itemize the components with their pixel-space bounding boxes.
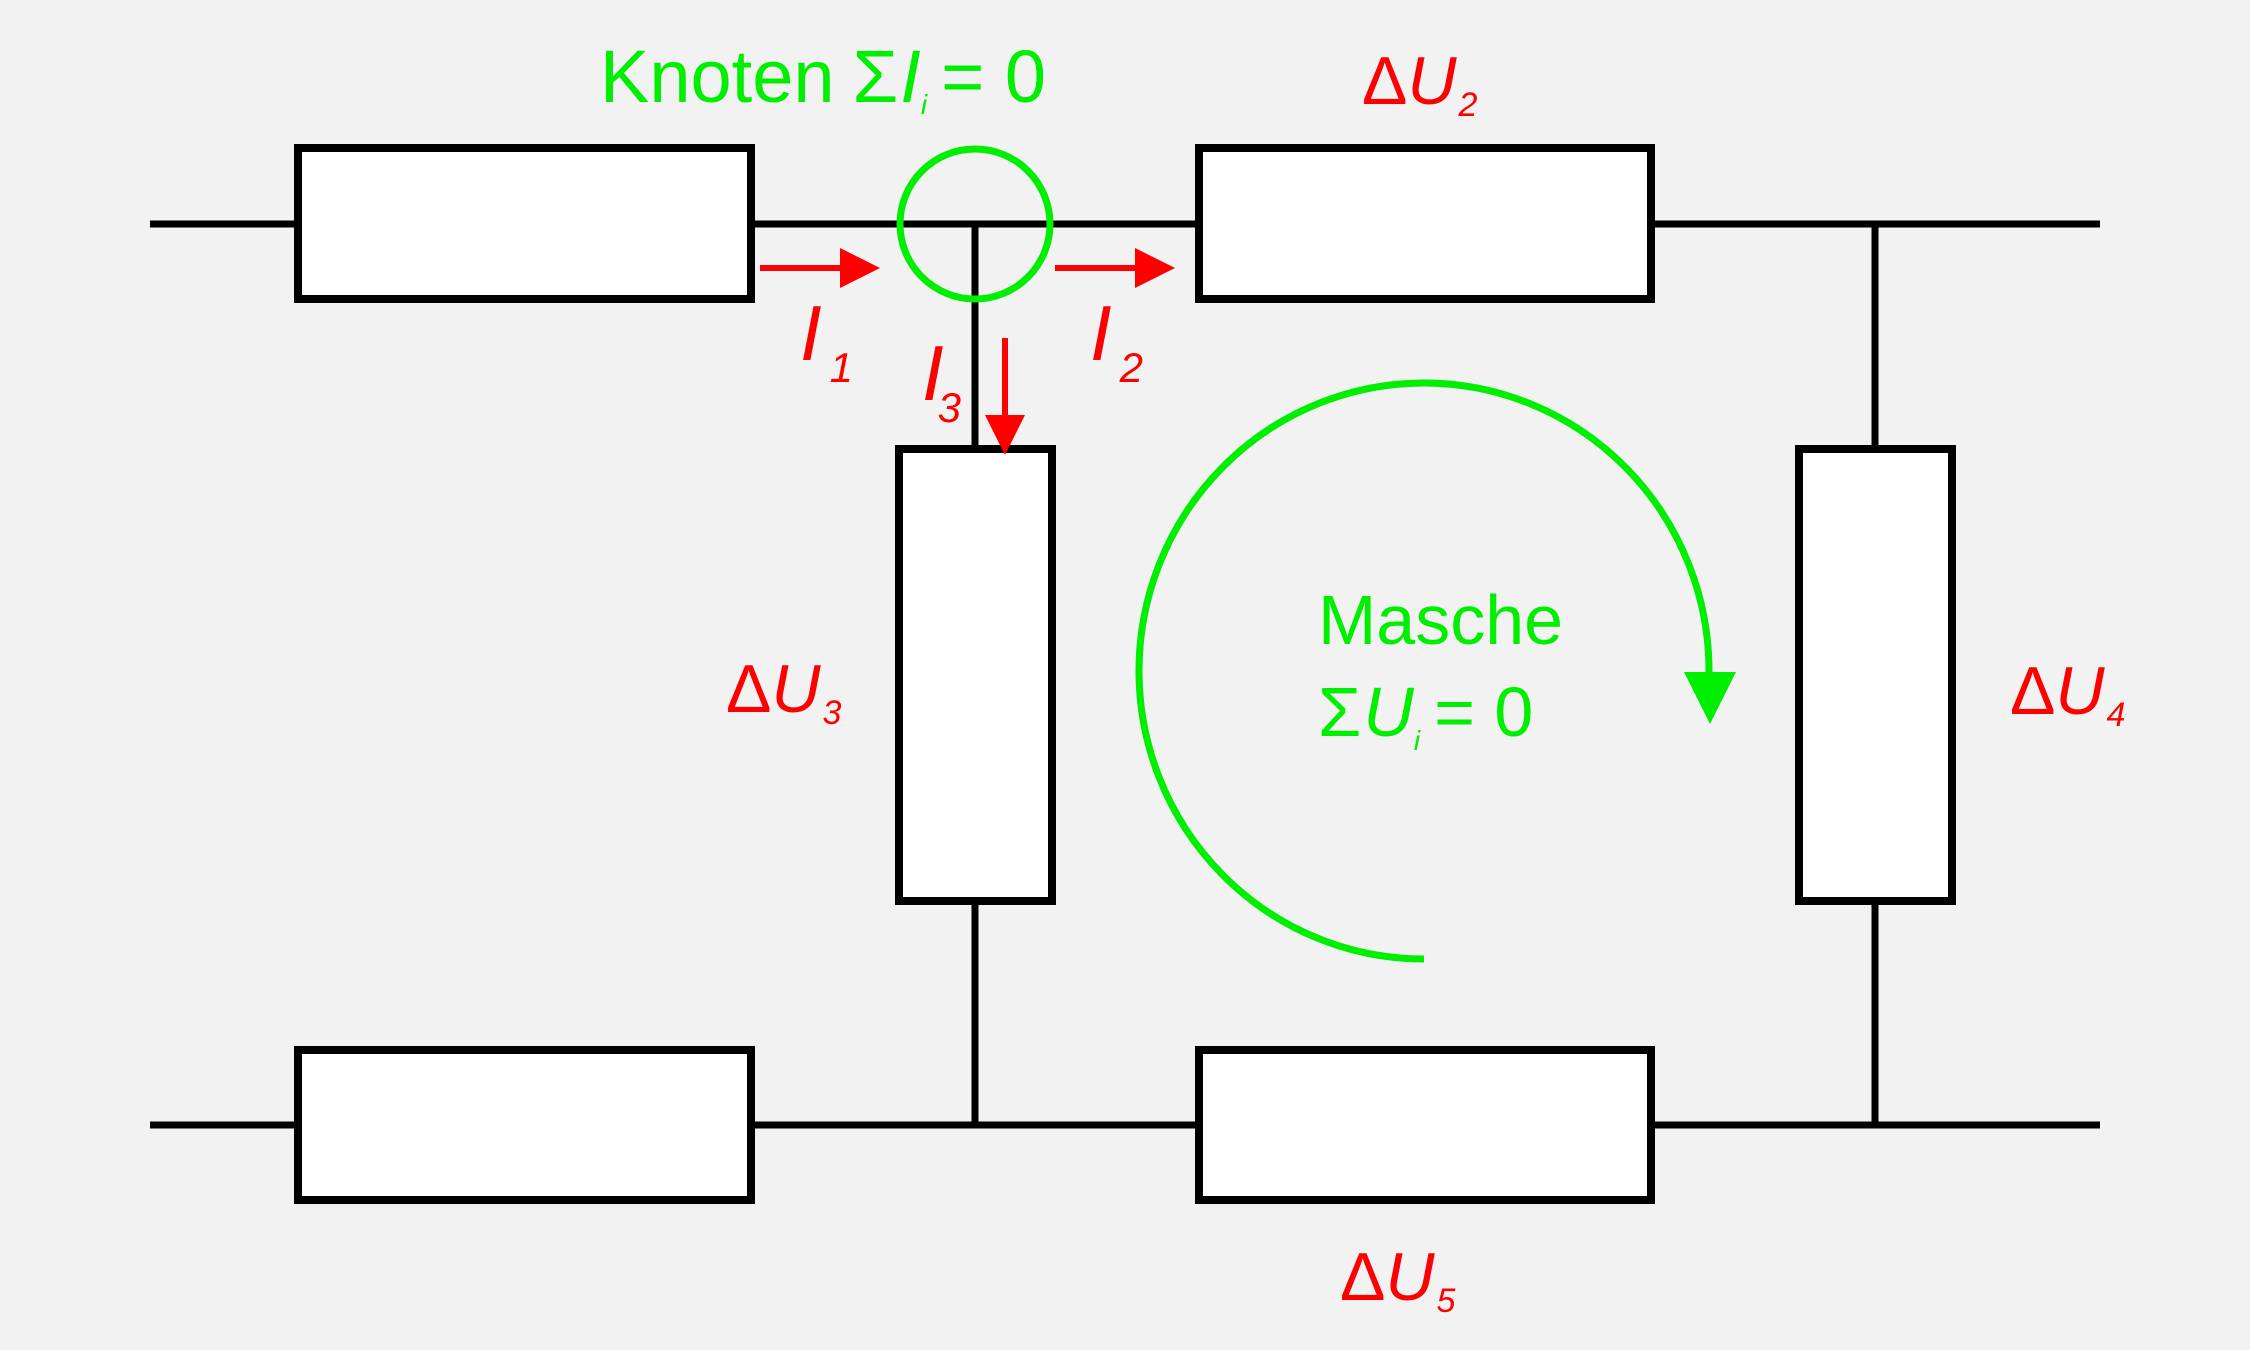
resistor-bottom-left bbox=[294, 1046, 755, 1204]
arrow-i2 bbox=[1055, 248, 1175, 288]
voltage-label-u3: ΔU3 bbox=[726, 651, 842, 732]
arrow-i1 bbox=[760, 248, 880, 288]
resistor-top-left bbox=[294, 144, 755, 303]
node-circle bbox=[896, 145, 1054, 303]
masche-word: Masche bbox=[1318, 581, 1563, 659]
resistor-right-vertical bbox=[1795, 445, 1956, 905]
resistor-bottom-right bbox=[1195, 1046, 1655, 1204]
resistors bbox=[294, 144, 1956, 1204]
voltage-label-u4: ΔU4 bbox=[2010, 653, 2125, 734]
voltage-label-u5: ΔU5 bbox=[1340, 1239, 1456, 1320]
resistor-middle-vertical bbox=[895, 445, 1056, 905]
masche-formula: ΣUi= 0 bbox=[1318, 673, 1533, 756]
mesh-arrow bbox=[1135, 379, 1736, 963]
voltage-label-u2: ΔU2 bbox=[1362, 43, 1478, 124]
current-label-i3: I3 bbox=[922, 329, 961, 431]
arrow-i3 bbox=[985, 338, 1025, 455]
mesh-arrow-head bbox=[1684, 672, 1736, 724]
current-arrows bbox=[760, 248, 1175, 455]
resistor-top-right bbox=[1195, 144, 1655, 303]
